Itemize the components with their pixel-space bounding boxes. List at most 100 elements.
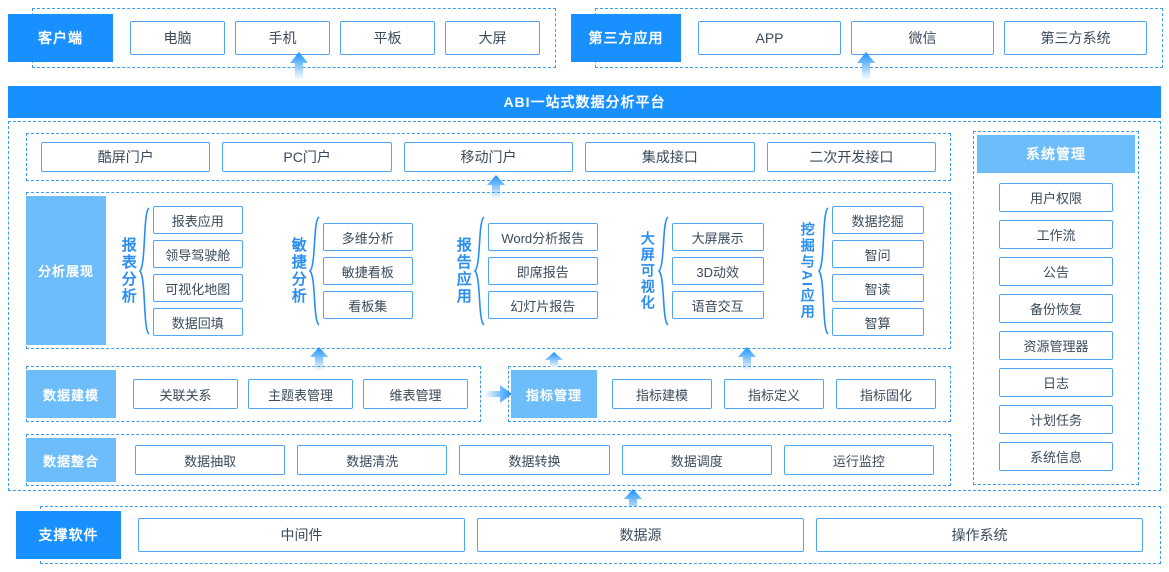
curly-brace-icon xyxy=(308,200,320,342)
support-item-os[interactable]: 操作系统 xyxy=(816,518,1143,552)
metric-management-container: 指标建模 指标定义 指标固化 xyxy=(508,366,951,422)
data-integration-items: 数据抽取 数据清洗 数据转换 数据调度 运行监控 xyxy=(125,435,944,485)
arrow-up-icon xyxy=(624,489,642,515)
integration-item-transform[interactable]: 数据转换 xyxy=(459,445,610,475)
third-party-row: 第三方应用 APP 微信 第三方系统 xyxy=(563,8,1163,68)
curly-brace-icon xyxy=(657,200,669,342)
support-item-middleware[interactable]: 中间件 xyxy=(138,518,465,552)
analysis-group-items: 大屏展示 3D动效 语音交互 xyxy=(671,223,764,319)
metric-management-label: 指标管理 xyxy=(511,370,597,418)
data-integration-container: 数据抽取 数据清洗 数据转换 数据调度 运行监控 xyxy=(26,434,951,486)
modeling-item-dimension-table[interactable]: 维表管理 xyxy=(363,379,468,409)
curly-brace-icon xyxy=(473,200,485,342)
analysis-group-title: 大屏可视化 xyxy=(639,231,656,311)
data-integration-label: 数据整合 xyxy=(26,438,116,482)
metric-management-items: 指标建模 指标定义 指标固化 xyxy=(604,367,944,421)
analysis-item-slide-report[interactable]: 幻灯片报告 xyxy=(487,291,598,319)
arrow-up-icon xyxy=(545,352,563,368)
sysmgmt-item-scheduled-task[interactable]: 计划任务 xyxy=(999,405,1113,434)
portal-item-mobile[interactable]: 移动门户 xyxy=(403,142,574,172)
client-item-tablet[interactable]: 平板 xyxy=(340,21,435,55)
analysis-group-items: 数据挖掘 智问 智读 智算 xyxy=(831,206,924,336)
sysmgmt-item-system-info[interactable]: 系统信息 xyxy=(999,442,1113,471)
client-row-items: 电脑 手机 平板 大屏 xyxy=(120,8,550,68)
portal-row: 酷屏门户 PC门户 移动门户 集成接口 二次开发接口 xyxy=(26,133,951,181)
integration-item-extract[interactable]: 数据抽取 xyxy=(135,445,286,475)
analysis-item-report-app[interactable]: 报表应用 xyxy=(152,206,243,234)
arrow-up-icon xyxy=(310,347,328,371)
sysmgmt-item-workflow[interactable]: 工作流 xyxy=(999,220,1113,249)
sysmgmt-item-user-permission[interactable]: 用户权限 xyxy=(999,183,1113,212)
analysis-item-dashboard-set[interactable]: 看板集 xyxy=(322,291,413,319)
third-party-item-wechat[interactable]: 微信 xyxy=(851,21,994,55)
analysis-group-items: 报表应用 领导驾驶舱 可视化地图 数据回填 xyxy=(152,206,243,336)
page-title: ABI一站式数据分析平台 xyxy=(8,86,1161,118)
analysis-item-smart-ask[interactable]: 智问 xyxy=(831,240,924,268)
analysis-group-bigscreen: 大屏可视化 大屏展示 3D动效 语音交互 xyxy=(640,200,764,342)
analysis-item-word-report[interactable]: Word分析报告 xyxy=(487,223,598,251)
analysis-item-smart-compute[interactable]: 智算 xyxy=(831,308,924,336)
analysis-group-items: 多维分析 敏捷看板 看板集 xyxy=(322,223,413,319)
metric-item-modeling[interactable]: 指标建模 xyxy=(612,379,712,409)
system-management-container xyxy=(973,131,1139,485)
analysis-item-visual-map[interactable]: 可视化地图 xyxy=(152,274,243,302)
analysis-group-report-app: 报告应用 Word分析报告 即席报告 幻灯片报告 xyxy=(455,200,598,342)
modeling-item-subject-table[interactable]: 主题表管理 xyxy=(248,379,353,409)
client-item-bigscreen[interactable]: 大屏 xyxy=(445,21,540,55)
arrow-up-icon xyxy=(738,347,756,371)
sysmgmt-item-resource-manager[interactable]: 资源管理器 xyxy=(999,331,1113,360)
analysis-row-label: 分析展现 xyxy=(26,196,106,345)
arrow-up-icon xyxy=(290,52,308,80)
portal-item-integration-api[interactable]: 集成接口 xyxy=(585,142,755,172)
third-party-item-system[interactable]: 第三方系统 xyxy=(1004,21,1147,55)
analysis-item-multidim[interactable]: 多维分析 xyxy=(322,223,413,251)
metric-item-definition[interactable]: 指标定义 xyxy=(724,379,824,409)
analysis-item-bigscreen-display[interactable]: 大屏展示 xyxy=(671,223,764,251)
analysis-group-report: 报表分析 报表应用 领导驾驶舱 可视化地图 数据回填 xyxy=(120,200,243,342)
sysmgmt-item-announcement[interactable]: 公告 xyxy=(999,257,1113,286)
analysis-group-agile: 敏捷分析 多维分析 敏捷看板 看板集 xyxy=(290,200,413,342)
support-software-items: 中间件 数据源 操作系统 xyxy=(128,506,1153,564)
portal-item-dev-api[interactable]: 二次开发接口 xyxy=(766,142,937,172)
integration-item-schedule[interactable]: 数据调度 xyxy=(621,445,772,475)
modeling-item-relation[interactable]: 关联关系 xyxy=(133,379,238,409)
support-software-label: 支撑软件 xyxy=(16,511,121,559)
analysis-item-smart-read[interactable]: 智读 xyxy=(831,274,924,302)
analysis-item-3d-effect[interactable]: 3D动效 xyxy=(671,257,764,285)
analysis-group-title: 报告应用 xyxy=(454,237,472,305)
data-modeling-items: 关联关系 主题表管理 维表管理 xyxy=(125,367,476,421)
third-party-row-label: 第三方应用 xyxy=(571,14,681,62)
client-row: 客户端 电脑 手机 平板 大屏 xyxy=(0,8,556,68)
platform-body-container xyxy=(8,121,1161,491)
arrow-right-icon xyxy=(484,385,512,403)
analysis-item-data-mining[interactable]: 数据挖掘 xyxy=(831,206,924,234)
portal-item-pc[interactable]: PC门户 xyxy=(222,142,392,172)
support-software-row: 支撑软件 中间件 数据源 操作系统 xyxy=(8,506,1161,564)
analysis-group-title: 报表分析 xyxy=(119,237,137,305)
analysis-item-voice-interaction[interactable]: 语音交互 xyxy=(671,291,764,319)
integration-item-monitor[interactable]: 运行监控 xyxy=(783,445,935,475)
data-modeling-label: 数据建模 xyxy=(26,370,116,418)
analysis-item-agile-dashboard[interactable]: 敏捷看板 xyxy=(322,257,413,285)
arrow-up-icon xyxy=(857,52,875,80)
sysmgmt-item-backup-restore[interactable]: 备份恢复 xyxy=(999,294,1113,323)
analysis-group-items: Word分析报告 即席报告 幻灯片报告 xyxy=(487,223,598,319)
analysis-item-data-writeback[interactable]: 数据回填 xyxy=(152,308,243,336)
analysis-group-title: 敏捷分析 xyxy=(289,237,307,305)
curly-brace-icon xyxy=(138,200,150,342)
client-item-phone[interactable]: 手机 xyxy=(235,21,330,55)
client-item-pc[interactable]: 电脑 xyxy=(130,21,225,55)
system-management-label: 系统管理 xyxy=(977,135,1135,173)
third-party-row-items: APP 微信 第三方系统 xyxy=(688,8,1157,68)
sysmgmt-item-log[interactable]: 日志 xyxy=(999,368,1113,397)
portal-row-items: 酷屏门户 PC门户 移动门户 集成接口 二次开发接口 xyxy=(27,134,950,180)
analysis-item-adhoc-report[interactable]: 即席报告 xyxy=(487,257,598,285)
support-item-datasource[interactable]: 数据源 xyxy=(477,518,804,552)
analysis-item-leader-cockpit[interactable]: 领导驾驶舱 xyxy=(152,240,243,268)
arrow-up-icon xyxy=(487,175,505,199)
metric-item-solidify[interactable]: 指标固化 xyxy=(836,379,936,409)
portal-item-coolscreen[interactable]: 酷屏门户 xyxy=(41,142,211,172)
third-party-item-app[interactable]: APP xyxy=(698,21,841,55)
integration-item-cleansing[interactable]: 数据清洗 xyxy=(297,445,448,475)
